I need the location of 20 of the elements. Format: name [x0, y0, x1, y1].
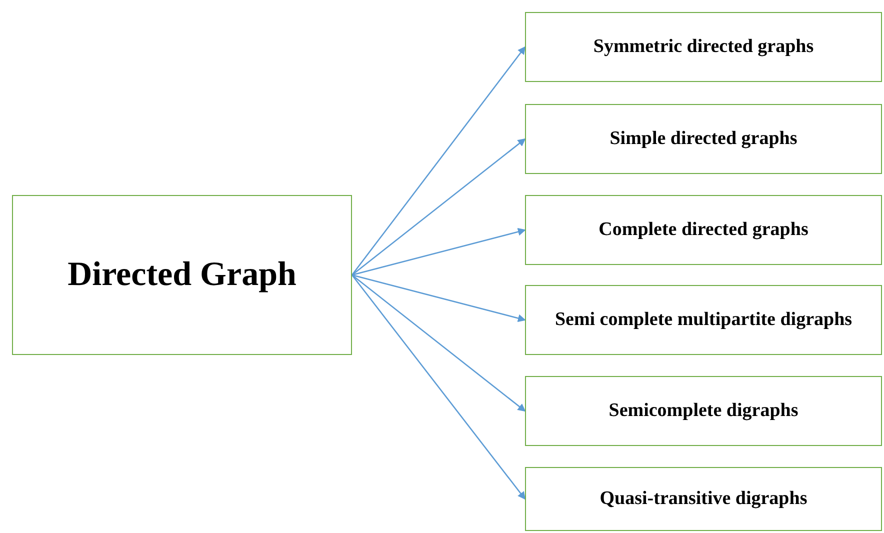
- arrow: [352, 274, 526, 322]
- category-label: Symmetric directed graphs: [593, 34, 814, 59]
- title-text: Directed Graph: [68, 254, 296, 295]
- category-box: [525, 376, 882, 446]
- arrow: [352, 274, 526, 412]
- category-box: [525, 467, 882, 531]
- category-label: Semicomplete digraphs: [608, 398, 798, 423]
- arrow: [351, 46, 526, 276]
- arrow: [351, 274, 526, 500]
- category-box: [525, 195, 882, 265]
- category-label: Semi complete multipartite digraphs: [554, 308, 852, 332]
- category-label: Quasi-transitive digraphs: [600, 486, 808, 511]
- category-box: [525, 285, 882, 355]
- root-box: [12, 195, 352, 355]
- category-box: [525, 12, 882, 82]
- arrow: [352, 138, 526, 276]
- arrow: [352, 228, 526, 276]
- category-label: Simple directed graphs: [610, 126, 798, 151]
- category-box: [525, 104, 882, 174]
- category-label: Complete directed graphs: [598, 218, 808, 242]
